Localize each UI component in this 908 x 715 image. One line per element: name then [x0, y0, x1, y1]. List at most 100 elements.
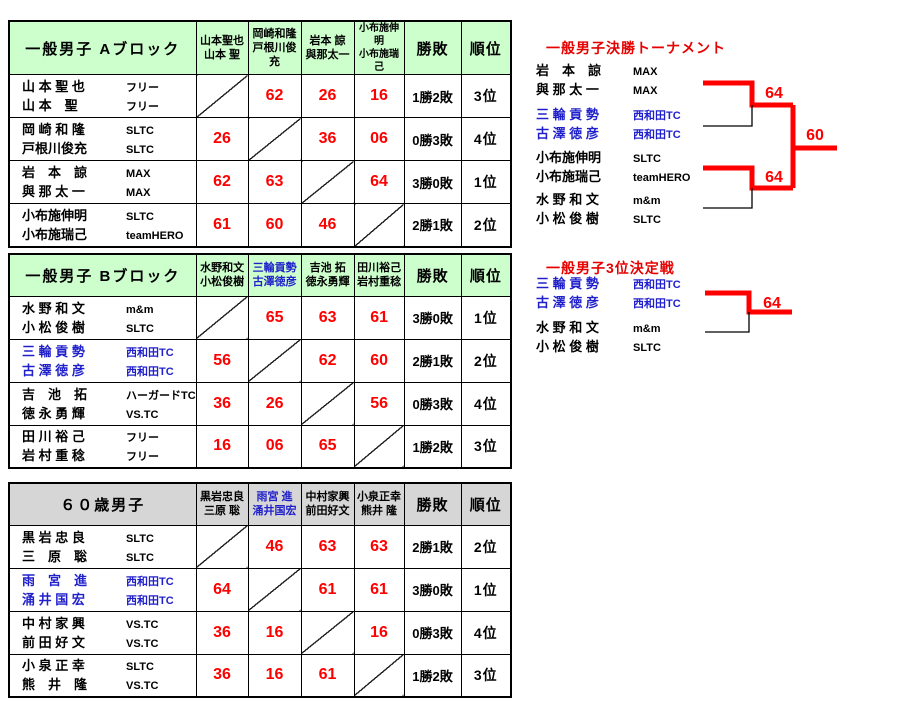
opponent-header-line1: 黒岩忠良	[200, 491, 244, 504]
opponent-header-4: 小泉正幸熊井 隆	[353, 482, 405, 526]
self-diagonal-cell	[195, 524, 249, 569]
player-club: m&m	[633, 323, 661, 335]
self-diagonal-cell	[300, 160, 355, 204]
opponent-header-line2: 小松俊樹	[200, 276, 245, 289]
player-club: SLTC	[126, 532, 154, 545]
general-men-block-b-grid: 一般男子 Bブロック水野和文小松俊樹三輪貢勢古澤徳彦吉池 拓徳永勇輝田川裕己岩村…	[8, 253, 513, 469]
header-row: 一般男子 Aブロック山本聖也山本 聖岡崎和隆戸根川俊充岩本 諒與那太一小布施伸明…	[8, 20, 512, 75]
header-row: 一般男子 Bブロック水野和文小松俊樹三輪貢勢古澤徳彦吉池 拓徳永勇輝田川裕己岩村…	[8, 253, 512, 297]
player-club: ハーガードTC	[126, 389, 196, 402]
win-loss-header: 勝敗	[403, 482, 462, 526]
opponent-header-4: 田川裕己岩村重稔	[353, 253, 405, 297]
win-loss-cell: 3勝0敗	[403, 295, 462, 340]
player-club: MAX	[633, 66, 658, 78]
player-club: 西和田TC	[126, 594, 174, 607]
rank-cell: 1位	[460, 160, 512, 204]
player-name: 三 輪 貢 勢	[536, 276, 599, 291]
win-loss-cell: 1勝2敗	[403, 424, 462, 469]
rank-cell: 3位	[460, 74, 512, 118]
player-club: 西和田TC	[633, 298, 681, 310]
player-club: SLTC	[633, 214, 661, 226]
opponent-header-2: 雨宮 進涌井国宏	[247, 482, 302, 526]
player-club: 西和田TC	[126, 365, 174, 378]
player-name: 與 那 太 一	[536, 82, 599, 97]
rank-header: 順位	[460, 253, 512, 297]
player-line-p1: 三 輪 貢 勢西和田TC	[536, 105, 836, 124]
opponent-header-line1: 岩本 諒	[309, 35, 346, 47]
player-club: 西和田TC	[633, 129, 681, 141]
self-diagonal-cell	[353, 653, 405, 698]
bracket-lines	[703, 80, 837, 333]
player-name: 小布施瑞己	[536, 169, 602, 184]
self-diagonal-cell	[247, 117, 302, 161]
score-cell: 63	[353, 524, 405, 569]
score-cell: 26	[195, 117, 249, 161]
player-name: 水 野 和 文	[22, 300, 85, 316]
player-name: 岩 村 重 稔	[22, 448, 85, 464]
player-club: フリー	[126, 101, 159, 113]
player-name: 戸根川俊充	[22, 141, 88, 156]
opponent-header-line1: 中村家興	[305, 491, 350, 504]
score-cell: 26	[300, 74, 355, 118]
player-club: フリー	[126, 82, 159, 94]
rank-cell: 3位	[460, 424, 512, 469]
self-diagonal-cell	[353, 203, 405, 247]
player-line-p1: 雨 宮 進西和田TC	[10, 571, 195, 590]
rank-cell: 2位	[460, 338, 512, 383]
score-cell: 63	[247, 160, 302, 204]
player-line-p2: 小 松 俊 樹 SLTC	[536, 209, 836, 228]
opponent-header-3: 中村家興前田好文	[300, 482, 355, 526]
score-cell: 46	[300, 203, 355, 247]
score-semifinal2: 64	[765, 169, 783, 186]
score-cell: 61	[300, 653, 355, 698]
win-loss-cell: 2勝1敗	[403, 524, 462, 569]
self-diagonal-cell	[195, 74, 249, 118]
self-diagonal-cell	[247, 338, 302, 383]
score-final: 60	[806, 127, 824, 144]
player-club: VS.TC	[126, 408, 159, 421]
player-name: 小 松 俊 樹	[536, 211, 599, 226]
score-cell: 64	[353, 160, 405, 204]
player-line-p2: 古 澤 徳 彦西和田TC	[536, 124, 836, 143]
opponent-header-line1: 田川裕己	[357, 262, 402, 275]
score-cell: 36	[195, 610, 249, 655]
rank-header: 順位	[460, 20, 512, 75]
rank-cell: 2位	[460, 524, 512, 569]
player-line-p2: 岩 村 重 稔フリー	[10, 446, 195, 465]
score-cell: 26	[247, 381, 302, 426]
self-diagonal-cell	[300, 610, 355, 655]
win-loss-cell: 0勝3敗	[403, 610, 462, 655]
score-cell: 61	[195, 203, 249, 247]
table-general-men-block-b: 一般男子 Bブロック水野和文小松俊樹三輪貢勢古澤徳彦吉池 拓徳永勇輝田川裕己岩村…	[8, 253, 513, 469]
player-name: 水 野 和 文	[536, 192, 599, 207]
opponent-header-line1: 吉池 拓	[309, 262, 346, 275]
opponent-header-line1: 山本聖也	[200, 35, 244, 47]
player-line-p1: 山 本 聖 也 フリー	[10, 77, 195, 96]
player-name: 小布施瑞己	[22, 226, 88, 242]
header-row: ６０歳男子黒岩忠良三原 聡雨宮 進涌井国宏中村家興前田好文小泉正幸熊井 隆勝敗順…	[8, 482, 512, 526]
score-cell: 46	[247, 524, 302, 569]
score-cell: 16	[247, 610, 302, 655]
score-cell: 06	[353, 117, 405, 161]
rank-cell: 1位	[460, 567, 512, 612]
player-club: 西和田TC	[633, 279, 681, 291]
opponent-header-4: 小布施伸明小布施瑞己	[353, 20, 405, 75]
player-name: 山 本 聖 也	[22, 79, 85, 94]
player-name: 岡 崎 和 隆	[22, 122, 85, 137]
rank-header: 順位	[460, 482, 512, 526]
rank-cell: 2位	[460, 203, 512, 247]
